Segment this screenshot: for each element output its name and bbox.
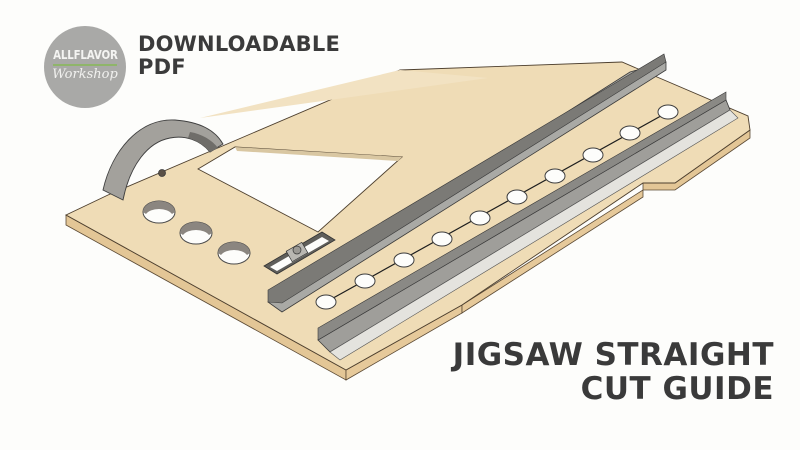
title-line-1: JIGSAW STRAIGHT — [452, 337, 774, 373]
lower-rail-channel — [329, 109, 739, 361]
slot-holes — [315, 104, 679, 310]
board-notch — [200, 70, 488, 118]
logo-brand-name: ALLFLAVOR — [52, 46, 118, 62]
page-title: JIGSAW STRAIGHT CUT GUIDE — [453, 338, 774, 406]
triangle-window-wall — [235, 147, 402, 161]
board-edge-step — [461, 189, 644, 314]
logo-subtitle: Workshop — [52, 66, 118, 82]
lower-rail-lip — [317, 91, 727, 341]
small-screw-hole — [158, 169, 166, 177]
badge-line-1: DOWNLOADABLE — [138, 32, 341, 56]
large-holes — [142, 200, 251, 265]
adjuster-slot — [263, 231, 336, 275]
title-line-2: CUT GUIDE — [580, 371, 774, 407]
brand-logo: ALLFLAVOR Workshop — [44, 26, 126, 108]
badge-line-2: PDF — [138, 55, 186, 79]
handle-inner — [188, 132, 218, 152]
cut-line — [325, 111, 669, 303]
upper-fence-top — [267, 53, 667, 304]
logo-accent-bar — [53, 63, 117, 66]
downloadable-pdf-label: DOWNLOADABLE PDF — [138, 33, 340, 79]
